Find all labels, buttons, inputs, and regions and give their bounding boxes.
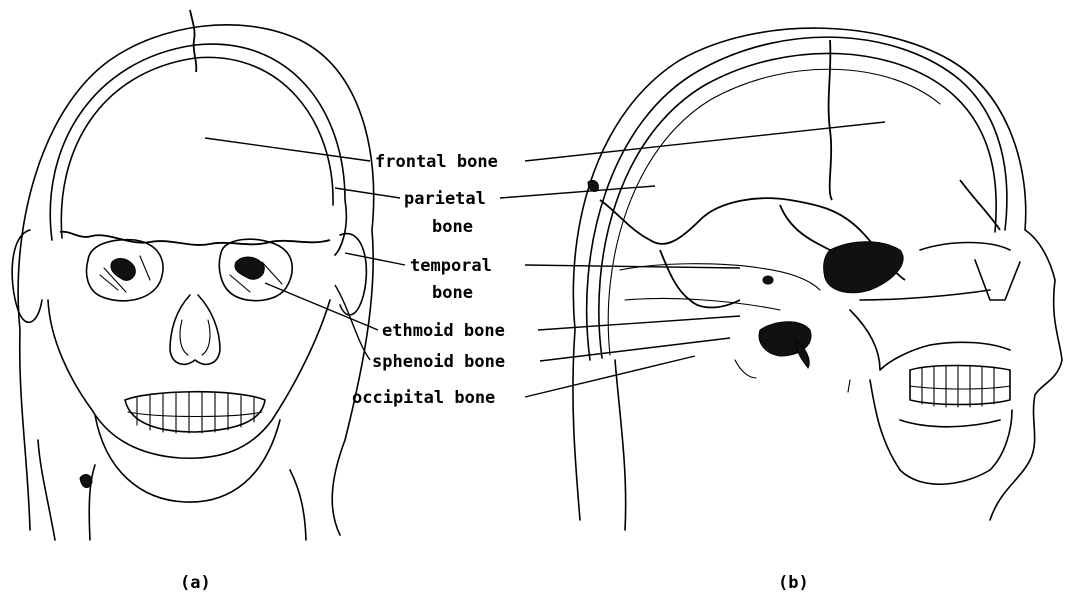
caption-a: (a): [180, 573, 211, 593]
label-temporal-bone-line1: temporal: [410, 256, 492, 276]
label-sphenoid-bone: sphenoid bone: [372, 352, 505, 372]
side-view-skull: [573, 28, 1062, 530]
label-frontal-bone: frontal bone: [375, 152, 498, 172]
leader-temporal-a: [345, 253, 405, 265]
label-ethmoid-bone: ethmoid bone: [382, 321, 505, 341]
caption-b: (b): [778, 573, 809, 593]
label-parietal-bone-line2: bone: [432, 217, 473, 237]
front-view-skull: [12, 10, 374, 540]
label-temporal-bone-line2: bone: [432, 283, 473, 303]
label-occipital-bone: occipital bone: [352, 388, 495, 408]
leader-ethmoid-b: [538, 316, 740, 330]
leader-frontal-a: [205, 138, 370, 161]
label-parietal-bone-line1: parietal: [404, 189, 486, 209]
leader-occipital: [525, 356, 695, 397]
leader-sphenoid-b: [540, 338, 730, 361]
